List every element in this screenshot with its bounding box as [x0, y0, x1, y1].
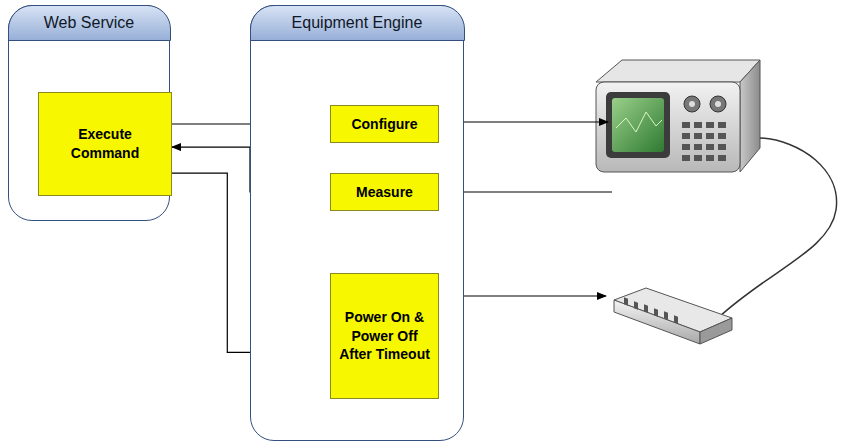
- box-label: Configure: [351, 115, 417, 134]
- box-label: Measure: [356, 183, 413, 202]
- panel-title: Web Service: [44, 14, 134, 32]
- panel-title: Equipment Engine: [292, 14, 423, 32]
- panel-header: Web Service: [8, 5, 171, 41]
- process-box: Configure: [330, 105, 439, 143]
- process-box: Measure: [330, 173, 439, 211]
- service-panel: Web ServiceExecute Command: [8, 5, 170, 221]
- box-label: Power On & Power Off After Timeout: [339, 308, 430, 365]
- engine-panel: Equipment EngineConfigureMeasurePower On…: [250, 5, 464, 441]
- process-box: Power On & Power Off After Timeout: [330, 273, 439, 399]
- panel-header: Equipment Engine: [250, 5, 465, 41]
- box-label: Execute Command: [47, 125, 163, 163]
- process-box: Execute Command: [38, 92, 172, 196]
